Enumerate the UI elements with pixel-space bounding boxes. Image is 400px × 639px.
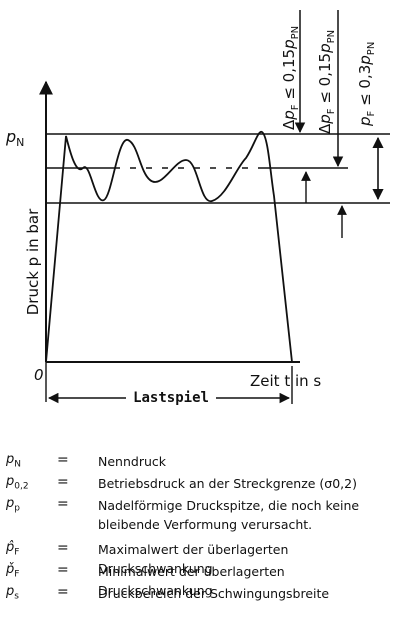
legend-equals: = bbox=[57, 584, 69, 600]
legend-equals: = bbox=[57, 496, 69, 512]
legend-equals: = bbox=[57, 562, 69, 578]
legend-description: Nadelförmige Druckspitze, die noch keine… bbox=[98, 498, 360, 532]
annotation-pf-max: pF ≤ 0,3pPN bbox=[356, 42, 377, 127]
legend-item-pn: pN = Nenndruck bbox=[6, 452, 396, 472]
pressure-diagram: Lastspiel Zeit t in s 0 Druck p in bar p… bbox=[5, 10, 390, 407]
lastspiel-label-bg bbox=[126, 387, 216, 407]
legend-symbol: p̌F bbox=[6, 562, 20, 580]
pn-label: pN bbox=[5, 127, 24, 149]
legend-item-p02: p0,2 = Betriebsdruck an der Streckgrenze… bbox=[6, 474, 396, 494]
legend-symbol: p̂F bbox=[6, 540, 20, 558]
legend-symbol: ps bbox=[6, 584, 19, 602]
legend-equals: = bbox=[57, 540, 69, 556]
origin-label: 0 bbox=[34, 366, 44, 384]
legend-item-pp: pp = Nadelförmige Druckspitze, die noch … bbox=[6, 496, 396, 538]
legend-equals: = bbox=[57, 452, 69, 468]
legend-symbol: pp bbox=[6, 496, 20, 514]
legend-description: Maximalwert der überlagerten Druckschwan… bbox=[98, 542, 289, 576]
annotation-delta-pf-2: ΔpF ≤ 0,15pPN bbox=[316, 30, 337, 134]
legend-item-ps: ps = Druckbereich der Schwingungsbreite bbox=[6, 584, 396, 604]
x-axis-label: Zeit t in s bbox=[250, 372, 321, 390]
legend: pN = Nenndruck p0,2 = Betriebsdruck an d… bbox=[6, 452, 396, 606]
legend-description: Nenndruck bbox=[98, 454, 166, 469]
legend-item-pf-min: p̌F = Minimalwert der überlagerten Druck… bbox=[6, 562, 396, 598]
pressure-curve bbox=[45, 131, 293, 363]
legend-description: Betriebsdruck an der Streckgrenze (σ0,2) bbox=[98, 476, 357, 491]
legend-symbol: pN bbox=[6, 452, 21, 470]
legend-symbol: p0,2 bbox=[6, 474, 29, 492]
legend-description: Druckbereich der Schwingungsbreite bbox=[98, 586, 330, 601]
legend-description: Minimalwert der überlagerten Druckschwan… bbox=[98, 564, 285, 598]
annotation-delta-pf-1: ΔpF ≤ 0,15pPN bbox=[280, 26, 301, 130]
legend-item-pf-max: p̂F = Maximalwert der überlagerten Druck… bbox=[6, 540, 396, 576]
y-axis-label: Druck p in bar bbox=[24, 208, 42, 315]
lastspiel-label: Lastspiel bbox=[133, 390, 209, 406]
legend-equals: = bbox=[57, 474, 69, 490]
